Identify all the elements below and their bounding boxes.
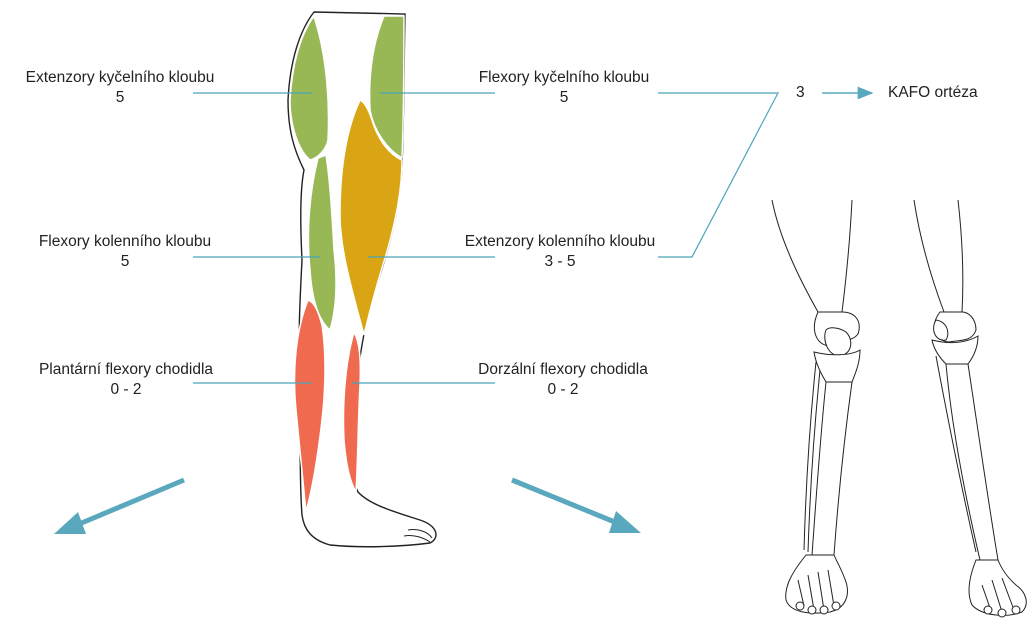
plantar-flexors-score: 0 - 2 [12, 380, 240, 400]
label-knee-flexors: Flexory kolenního kloubu 5 [14, 232, 236, 272]
skeleton-leg-front [772, 200, 860, 614]
hip-extensors-score: 5 [6, 88, 234, 108]
knee-flexors-score: 5 [14, 252, 236, 272]
label-dorsal-flexors: Dorzální flexory chodidla 0 - 2 [450, 360, 676, 400]
knee-extensors-name: Extenzory kolenního kloubu [442, 232, 678, 252]
down-right-arrow-icon [512, 480, 641, 533]
result-value: 3 [796, 83, 805, 103]
result-device: KAFO ortéza [888, 83, 978, 103]
label-hip-extensors: Extenzory kyčelního kloubu 5 [6, 68, 234, 108]
knee-flexors-name: Flexory kolenního kloubu [14, 232, 236, 252]
dorsal-flexors-name: Dorzální flexory chodidla [450, 360, 676, 380]
plantar-flexors-name: Plantární flexory chodidla [12, 360, 240, 380]
hip-extensors-name: Extenzory kyčelního kloubu [6, 68, 234, 88]
hip-flexors-name: Flexory kyčelního kloubu [452, 68, 676, 88]
skeleton-illustration [772, 200, 1026, 617]
hip-flexors-score: 5 [452, 88, 676, 108]
leg-illustration [288, 12, 436, 547]
knee-extensors-score: 3 - 5 [442, 252, 678, 272]
label-knee-extensors: Extenzory kolenního kloubu 3 - 5 [442, 232, 678, 272]
dorsal-flexors-score: 0 - 2 [450, 380, 676, 400]
skeleton-leg-side [914, 200, 1026, 617]
label-plantar-flexors: Plantární flexory chodidla 0 - 2 [12, 360, 240, 400]
down-left-arrow-icon [54, 480, 184, 534]
label-hip-flexors: Flexory kyčelního kloubu 5 [452, 68, 676, 108]
